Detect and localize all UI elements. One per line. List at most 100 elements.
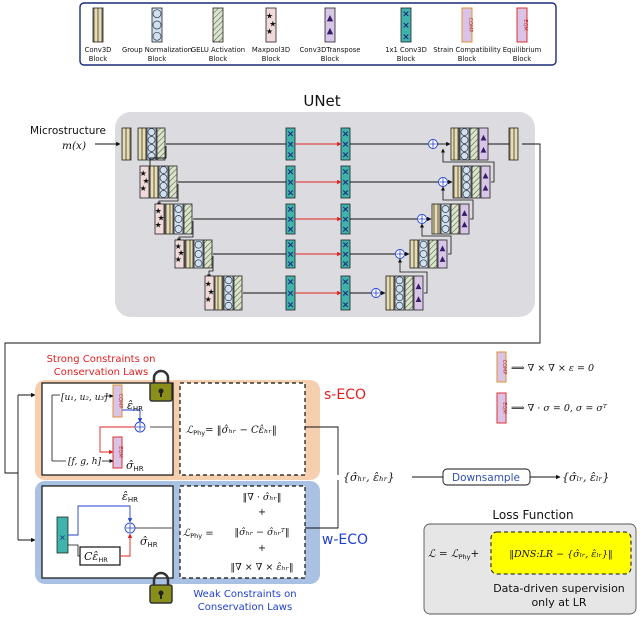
svg-text:×: × [342, 140, 350, 150]
svg-text:×: × [287, 241, 295, 251]
input-label: Microstructure [30, 125, 106, 137]
svg-text:★: ★ [205, 279, 212, 288]
gelu-block [233, 275, 243, 311]
unet-section: UNet Microstructure m(x) ××××××★★★××××××… [30, 92, 535, 317]
legend-frame [79, 2, 557, 66]
conv-transpose-block [413, 275, 424, 311]
w-eco-plus2: + [258, 543, 266, 554]
legend-label: Block [209, 55, 227, 63]
u-vector: [u₁, u₂, u₃] [61, 393, 108, 403]
conv3d-block [164, 203, 174, 235]
svg-text:×: × [342, 278, 350, 288]
hr-output-pair: {σ̂ₕᵣ, ε̂ₕᵣ} [343, 471, 395, 484]
svg-text:×: × [342, 167, 350, 177]
group-norm-block [459, 127, 470, 161]
group-norm-block [173, 203, 184, 235]
gelu-block [156, 127, 166, 161]
svg-text:×: × [342, 289, 350, 299]
gelu-block [168, 165, 178, 199]
svg-text:×: × [287, 129, 295, 139]
conv3d-block [92, 7, 104, 43]
w-eco-sig-label: σ̂HR [140, 535, 158, 549]
svg-text:★: ★ [175, 255, 182, 264]
loss-note-line2: only at LR [531, 596, 586, 609]
loss-lhs: ℒ = ℒPhy+ [428, 548, 479, 561]
compat-block: COMP [461, 7, 473, 43]
group-norm-block [418, 239, 429, 269]
lr-output-pair: {σ̂ₗᵣ, ε̂ₗᵣ} [562, 471, 609, 484]
unet-blocks: ××××××★★★××××××★★★××××××★★★××××××★★★××××… [95, 127, 519, 311]
svg-text:★: ★ [140, 169, 147, 178]
gelu-block [203, 239, 213, 269]
legend-label: Block [397, 55, 415, 63]
s-eco-sum-plus [136, 423, 144, 431]
c-eps-to-sum-line [120, 533, 133, 557]
s-eco-sig-label: σ̂HR [126, 459, 144, 473]
gelu-block [212, 7, 224, 43]
legend-label: Block [148, 55, 166, 63]
svg-text:★: ★ [155, 220, 162, 229]
lock-icon [149, 571, 173, 604]
conv-transpose-block [459, 203, 470, 235]
w-eco-loss-lhs: ℒPhy = [183, 528, 214, 540]
svg-text:×: × [342, 250, 350, 260]
w-eco-term1: ‖∇ · σ̂ₕᵣ‖ [242, 492, 281, 503]
w-eco-module: w-ECO × ε̂HR Cε̂HR σ̂HR ℒPhy = ‖∇ · σ̂ₕᵣ… [35, 481, 368, 613]
right-panel: COMP ⟹ ∇ × ∇ × ε = 0 EQM ⟹ ∇ · σ = 0, σ … [343, 351, 609, 486]
svg-text:×: × [342, 205, 350, 215]
legend-label: Conv3D [85, 46, 112, 54]
w-eco-eps-label: ε̂HR [122, 490, 138, 504]
maxpool-block: ★★★ [155, 203, 165, 235]
equil-equation: ⟹ ∇ · σ = 0, σ = σᵀ [511, 403, 608, 414]
legend-label: Block [458, 55, 476, 63]
dns-highlight [490, 531, 632, 575]
conv3d-block [214, 275, 224, 311]
svg-text:★: ★ [175, 242, 182, 251]
svg-text:★: ★ [266, 27, 273, 36]
lock-icon [149, 369, 173, 402]
gelu-block [469, 127, 479, 161]
w-eco-sum-plus [126, 524, 134, 532]
group-norm-block [158, 165, 169, 199]
conv3d-block [184, 239, 194, 269]
conv-transpose-block [324, 7, 336, 43]
equil-legend-glyph: EQM [501, 402, 507, 413]
s-eco-compat-block [112, 384, 123, 418]
group-norm-block [151, 7, 163, 43]
unet-output-line [4, 143, 541, 474]
svg-text:×: × [287, 225, 295, 235]
group-norm-block [394, 275, 405, 311]
loss-note-line1: Data-driven supervision [493, 582, 625, 595]
conv3d-block [508, 127, 519, 161]
gelu-block [428, 239, 438, 269]
s-eco-header-line2: Conservation Laws [54, 367, 148, 378]
fgh-vector: [f, g, h] [68, 457, 102, 467]
s-eco-header-line1: Strong Constraints on [47, 354, 156, 365]
svg-text:×: × [342, 259, 350, 269]
svg-text:★: ★ [158, 214, 165, 223]
svg-text:×: × [287, 178, 295, 188]
maxpool-block: ★★★ [140, 165, 150, 199]
svg-text:×: × [287, 215, 295, 225]
s-eco-to-merge-line [305, 426, 339, 475]
s-eco-loss-box [179, 382, 306, 476]
legend-label: Equilibrium [503, 46, 542, 54]
w-eco-plus1: + [258, 507, 266, 518]
svg-text:×: × [342, 151, 350, 161]
w-eco-to-merge-line [305, 480, 339, 529]
conv3d-block [409, 239, 419, 269]
svg-text:×: × [342, 225, 350, 235]
group-norm-block [440, 203, 451, 235]
gelu-block [404, 275, 414, 311]
equil-legend-block [496, 392, 507, 424]
w-eco-out-branch [68, 505, 133, 536]
w-eco-tag: w-ECO [322, 532, 368, 548]
